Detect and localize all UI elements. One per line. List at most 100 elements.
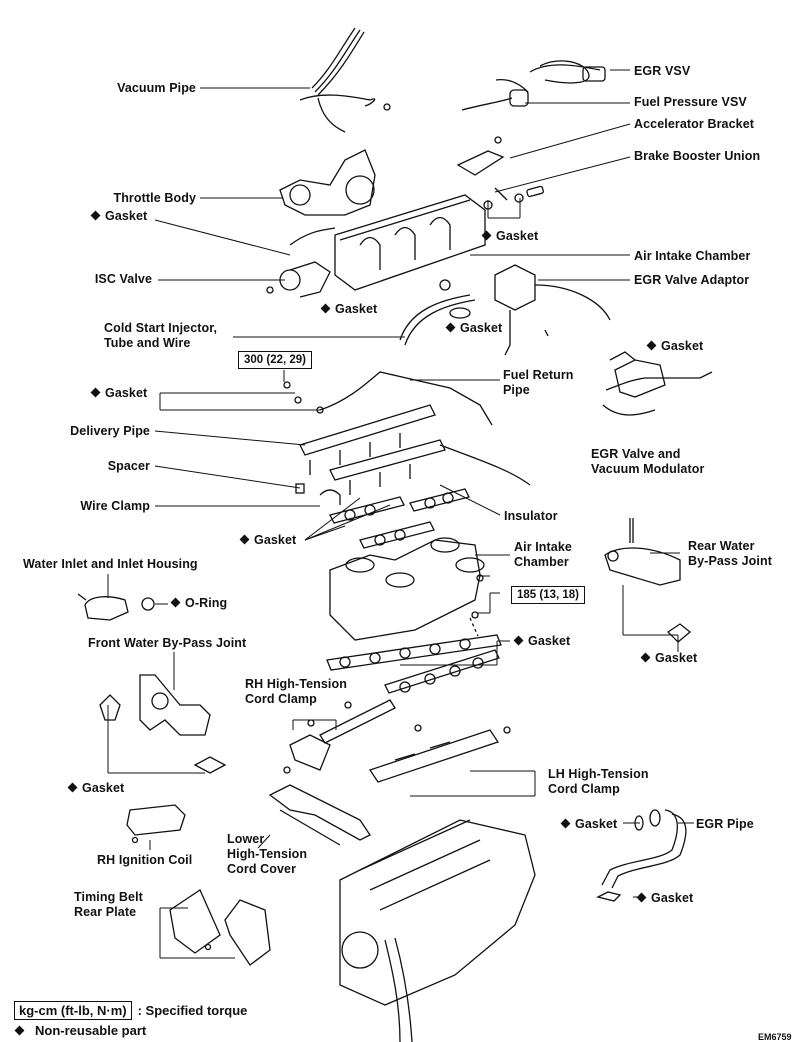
label-front-water-bypass: Front Water By-Pass Joint	[88, 636, 247, 650]
legend-nonreusable: Non-reusable part	[14, 1023, 147, 1039]
gasket-text: Gasket	[460, 321, 503, 335]
gasket-text: Gasket	[254, 533, 297, 547]
label-wire-clamp: Wire Clamp	[80, 499, 150, 513]
label-cold-start-injector: Cold Start Injector,Tube and Wire	[104, 321, 217, 351]
label-line: Cord Cover	[227, 862, 297, 876]
label-line: Chamber	[514, 555, 569, 569]
label-throttle-body: Throttle Body	[113, 191, 196, 205]
label-gasket-brake-union: Gasket	[481, 229, 539, 244]
gasket-text: Gasket	[335, 302, 378, 316]
rh-cord-clamp-part	[283, 699, 396, 774]
label-line: High-Tension	[227, 847, 308, 861]
torque-spec-fuel-return: 300 (22, 29)	[238, 351, 313, 369]
label-insulator: Insulator	[504, 509, 558, 523]
label-gasket-egr-valve: Gasket	[646, 339, 704, 354]
intake-manifold-part	[329, 537, 485, 641]
label-gasket-isc: Gasket	[320, 302, 378, 317]
gasket-text: Gasket	[105, 209, 148, 223]
lh-cord-clamp-part	[368, 724, 511, 783]
egr-pipe-part	[596, 809, 687, 902]
gasket-text: Gasket	[661, 339, 704, 353]
cold-start-injector-part	[399, 279, 476, 346]
label-gasket-egr-adaptor: Gasket	[445, 321, 503, 336]
label-delivery-pipe: Delivery Pipe	[70, 424, 150, 438]
label-gasket-throttle: Gasket	[90, 209, 148, 224]
label-gasket-intake-ports: Gasket	[239, 533, 297, 548]
label-line: Timing Belt	[74, 890, 143, 904]
nonreusable-diamond-icon	[239, 534, 250, 545]
egr-adaptor-part	[494, 264, 611, 356]
label-line: Rear Water	[688, 539, 755, 553]
label-line: Tube and Wire	[104, 336, 191, 350]
front-water-bypass-part	[99, 674, 227, 774]
egr-valve-part	[602, 351, 713, 416]
air-intake-chamber-part	[334, 194, 486, 291]
label-line: Lower	[227, 832, 265, 846]
nonreusable-diamond-icon	[481, 230, 492, 241]
fuel-return-pipe-part	[283, 371, 493, 426]
label-line: Fuel Return	[503, 368, 574, 382]
nonreusable-legend-text: Non-reusable part	[35, 1023, 147, 1038]
nonreusable-diamond-icon	[646, 340, 657, 351]
rear-water-bypass-part	[604, 518, 692, 643]
label-line: Cord Clamp	[548, 782, 620, 796]
nonreusable-diamond-icon	[67, 782, 78, 793]
label-gasket-fuel-return: Gasket	[90, 386, 147, 401]
label-isc-valve: ISC Valve	[94, 272, 152, 286]
label-line: Air Intake	[514, 540, 572, 554]
timing-belt-plate-part	[169, 889, 271, 966]
label-spacer: Spacer	[107, 459, 150, 473]
torque-unit-box: kg-cm (ft-lb, N·m)	[14, 1001, 132, 1020]
torque-legend-text: : Specified torque	[137, 1003, 248, 1018]
throttle-body-part	[279, 149, 376, 246]
brake-booster-union-part	[483, 185, 544, 210]
nonreusable-diamond-icon	[513, 635, 524, 646]
label-line: Pipe	[503, 383, 530, 397]
label-line: Vacuum Modulator	[591, 462, 705, 476]
label-egr-valve-adaptor: EGR Valve Adaptor	[634, 273, 750, 287]
label-gasket-manifold: Gasket	[513, 634, 571, 649]
gasket-text: Gasket	[496, 229, 539, 243]
gasket-text: Gasket	[655, 651, 698, 665]
label-rh-ignition-coil: RH Ignition Coil	[97, 853, 193, 867]
gasket-text: Gasket	[528, 634, 571, 648]
label-line: Cord Clamp	[245, 692, 317, 706]
label-air-intake-chamber-upper: Air Intake Chamber	[634, 249, 751, 263]
label-water-inlet: Water Inlet and Inlet Housing	[23, 557, 198, 571]
nonreusable-diamond-icon	[170, 597, 181, 608]
label-gasket-rear-water: Gasket	[640, 651, 698, 666]
leader-lines	[107, 69, 694, 959]
label-line: Rear Plate	[74, 905, 137, 919]
figure-code: EM6759	[758, 1032, 792, 1042]
nonreusable-diamond-icon	[640, 652, 651, 663]
gasket-text: Gasket	[82, 781, 125, 795]
label-line: EGR Valve and	[591, 447, 681, 461]
label-line: By-Pass Joint	[688, 554, 772, 568]
vacuum-pipe-part	[299, 27, 391, 133]
nonreusable-diamond-icon	[320, 303, 331, 314]
label-gasket-front-water: Gasket	[67, 781, 125, 796]
ignition-coil-part	[126, 804, 186, 844]
isc-valve-part	[266, 261, 331, 298]
lower-cord-cover-part	[268, 784, 371, 846]
nonreusable-diamond-icon	[14, 1025, 25, 1036]
label-gasket-egr-pipe-lower: Gasket	[636, 891, 693, 906]
nonreusable-diamond-icon	[445, 322, 456, 333]
accelerator-bracket-part	[456, 136, 505, 176]
o-ring-text: O-Ring	[185, 596, 228, 610]
nonreusable-diamond-icon	[90, 387, 101, 398]
fuel-pressure-vsv-part	[461, 78, 529, 111]
label-egr-vsv: EGR VSV	[634, 64, 691, 78]
nonreusable-diamond-icon	[90, 210, 101, 221]
label-gasket-egr-pipe-upper: Gasket	[560, 817, 617, 832]
label-line: Cold Start Injector,	[104, 321, 218, 335]
water-inlet-part	[77, 593, 155, 621]
label-egr-pipe: EGR Pipe	[696, 817, 754, 831]
egr-vsv-part	[529, 60, 606, 84]
torque-spec-intake-chamber: 185 (13, 18)	[511, 586, 586, 604]
